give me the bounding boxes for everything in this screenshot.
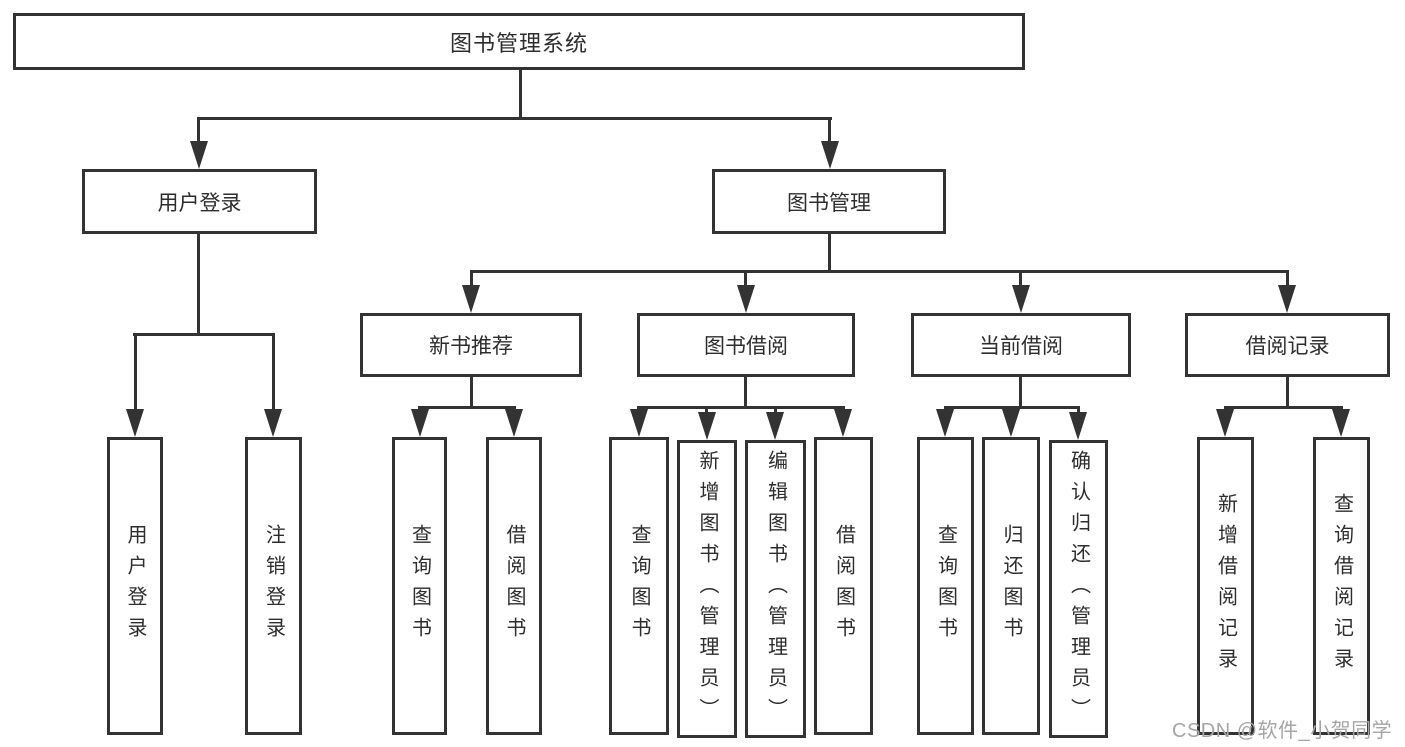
arrowhead-icon — [1278, 285, 1296, 313]
node-current-borrow-label: 当前借阅 — [979, 335, 1063, 358]
leaf-logout: 注销登录 — [245, 437, 302, 735]
connector-line — [1286, 270, 1289, 287]
arrowhead-icon — [698, 412, 716, 440]
leaf-borrow-add-books-admin-label: 新增图书（管理员） — [696, 449, 718, 729]
node-user-login: 用户登录 — [82, 169, 317, 234]
arrowhead-icon — [766, 412, 784, 440]
connector-line — [774, 406, 777, 415]
node-new-book-recommend-label: 新书推荐 — [429, 335, 513, 358]
leaf-user-login-label: 用户登录 — [124, 524, 146, 648]
leaf-borrow-borrow-books-label: 借阅图书 — [832, 524, 855, 648]
node-book-management: 图书管理 — [712, 169, 946, 234]
arrowhead-icon — [505, 409, 523, 437]
arrowhead-icon — [936, 409, 954, 437]
connector-line — [638, 406, 845, 409]
connector-line — [944, 406, 1080, 409]
arrowhead-icon — [190, 141, 208, 169]
node-book-borrow: 图书借阅 — [637, 313, 855, 377]
leaf-record-add-borrow-record-label: 新增借阅记录 — [1214, 493, 1237, 679]
leaf-logout-label: 注销登录 — [262, 524, 285, 648]
arrowhead-icon — [1332, 409, 1350, 437]
connector-line — [133, 333, 275, 336]
node-root: 图书管理系统 — [13, 13, 1025, 70]
connector-line — [1077, 406, 1080, 415]
connector-line — [1224, 406, 1342, 409]
connector-line — [828, 234, 831, 273]
leaf-borrow-edit-books-admin: 编辑图书（管理员） — [745, 440, 806, 738]
connector-line — [470, 377, 473, 408]
arrowhead-icon — [264, 409, 282, 437]
connector-line — [1019, 270, 1022, 287]
leaf-record-query-borrow-record: 查询借阅记录 — [1313, 437, 1370, 735]
connector-line — [470, 270, 473, 287]
leaf-current-query-books: 查询图书 — [917, 437, 974, 735]
node-root-label: 图书管理系统 — [449, 30, 588, 56]
leaf-borrow-edit-books-admin-label: 编辑图书（管理员） — [764, 449, 787, 729]
connector-line — [470, 270, 1288, 273]
leaf-current-query-books-label: 查询图书 — [934, 524, 957, 648]
leaf-current-confirm-return-admin-label: 确认归还（管理员） — [1067, 449, 1090, 729]
connector-line — [197, 117, 832, 120]
connector-line — [519, 70, 522, 119]
node-current-borrow: 当前借阅 — [911, 313, 1131, 377]
connector-line — [744, 270, 747, 287]
leaf-newrec-query-books-label: 查询图书 — [408, 524, 431, 648]
connector-line — [272, 333, 275, 411]
arrowhead-icon — [1216, 409, 1234, 437]
arrowhead-icon — [630, 409, 648, 437]
node-book-management-label: 图书管理 — [787, 191, 871, 215]
arrowhead-icon — [1069, 412, 1087, 440]
leaf-newrec-borrow-books-label: 借阅图书 — [503, 524, 525, 648]
leaf-current-confirm-return-admin: 确认归还（管理员） — [1049, 440, 1108, 738]
leaf-newrec-query-books: 查询图书 — [392, 437, 447, 735]
connector-line — [1019, 377, 1022, 408]
node-user-login-label: 用户登录 — [157, 191, 242, 215]
arrowhead-icon — [411, 409, 429, 437]
arrowhead-icon — [821, 141, 839, 169]
arrowhead-icon — [126, 409, 144, 437]
connector-line — [705, 406, 708, 415]
connector-line — [828, 117, 831, 143]
connector-line — [1286, 377, 1289, 408]
connector-line — [134, 333, 137, 411]
connector-line — [197, 234, 200, 335]
arrowhead-icon — [1002, 409, 1020, 437]
leaf-record-add-borrow-record: 新增借阅记录 — [1197, 437, 1254, 735]
arrowhead-icon — [737, 285, 755, 313]
connector-line — [744, 377, 747, 408]
leaf-current-return-books-label: 归还图书 — [1000, 524, 1022, 648]
connector-line — [418, 406, 516, 409]
arrowhead-icon — [1012, 285, 1030, 313]
leaf-borrow-query-books: 查询图书 — [609, 437, 669, 735]
connector-line — [197, 117, 200, 143]
arrowhead-icon — [462, 285, 480, 313]
leaf-newrec-borrow-books: 借阅图书 — [486, 437, 542, 735]
node-borrow-record: 借阅记录 — [1185, 313, 1390, 377]
leaf-user-login: 用户登录 — [107, 437, 163, 735]
leaf-borrow-query-books-label: 查询图书 — [628, 524, 650, 648]
arrowhead-icon — [834, 409, 852, 437]
node-new-book-recommend: 新书推荐 — [360, 313, 582, 377]
leaf-borrow-add-books-admin: 新增图书（管理员） — [677, 440, 737, 738]
node-borrow-record-label: 借阅记录 — [1245, 335, 1330, 358]
leaf-current-return-books: 归还图书 — [982, 437, 1040, 735]
leaf-borrow-borrow-books: 借阅图书 — [814, 437, 873, 735]
node-book-borrow-label: 图书借阅 — [704, 335, 788, 358]
watermark: CSDN @软件_小贺同学 — [1172, 720, 1393, 742]
leaf-record-query-borrow-record-label: 查询借阅记录 — [1330, 493, 1353, 679]
